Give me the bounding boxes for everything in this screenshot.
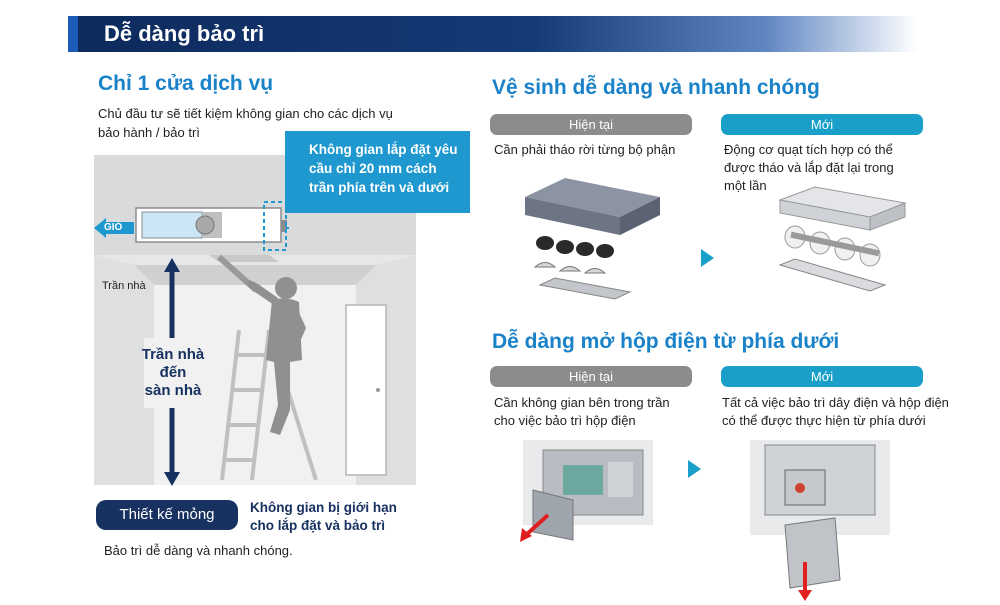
clearance-callout: Không gian lắp đặt yêu cầu chỉ 20 mm các… [285,131,470,213]
cleaning-current-label: Hiện tại [490,114,692,135]
callout-line2: cầu chỉ 20 mm cách [309,161,437,176]
callout-line1: Không gian lắp đặt yêu [309,142,458,157]
ceiling-label: Trần nhà [102,280,146,292]
room-label-line3: sàn nhà [144,382,202,399]
electrical-new-illustration [750,440,890,601]
thin-design-badge: Thiết kế mỏng [96,500,238,530]
cleaning-new-line2: được tháo và lắp đặt lại trong [724,160,894,175]
electrical-new-line2: có thể được thực hiện từ phía dưới [722,413,926,428]
section-title: Dễ dàng bảo trì [104,21,265,46]
service-desc-line2: bảo hành / bảo trì [98,125,200,140]
electrical-current-label: Hiện tại [490,366,692,387]
banner-accent [68,16,78,52]
wind-label: GIÓ [104,222,123,233]
electrical-arrow-icon [688,460,701,478]
electrical-title: Dễ dàng mở hộp điện từ phía dưới [492,330,840,353]
callout-line3: trần phía trên và dưới [309,180,450,195]
thin-note-line1: Không gian bị giới hạn [250,500,397,515]
electrical-new-line1: Tất cả việc bảo trì dây điện và hộp điện [722,395,949,410]
cleaning-new-line3: một lần [724,178,767,193]
cleaning-new-label: Mới [721,114,923,135]
cleaning-new-line1: Động cơ quạt tích hợp có thể [724,142,893,157]
room-label-line2: đến [159,364,187,381]
service-footer: Bảo trì dễ dàng và nhanh chóng. [104,543,293,558]
electrical-current-illustration [520,440,653,542]
service-title: Chỉ 1 cửa dịch vụ [98,72,274,95]
cleaning-current-text: Cần phải tháo rời từng bộ phận [494,142,676,157]
electrical-current-line2: cho việc bảo trì hộp điện [494,413,636,428]
thin-note-line2: cho lắp đặt và bảo trì [250,518,386,533]
room-label-line1: Trần nhà [141,346,205,363]
cleaning-new-illustration [778,186,907,292]
service-desc-line1: Chủ đầu tư sẽ tiết kiệm không gian cho c… [98,106,393,121]
electrical-new-label: Mới [721,366,923,387]
electrical-current-line1: Cần không gian bên trong trần [494,395,670,410]
section-banner: Dễ dàng bảo trì [68,16,918,52]
cleaning-current-illustration [525,178,660,300]
cleaning-arrow-icon [701,249,714,267]
cleaning-title: Vệ sinh dễ dàng và nhanh chóng [492,76,820,99]
thin-design-note: Không gian bị giới hạn cho lắp đặt và bả… [250,499,397,535]
room-height-label: Trần nhà đến sàn nhà [133,346,213,400]
